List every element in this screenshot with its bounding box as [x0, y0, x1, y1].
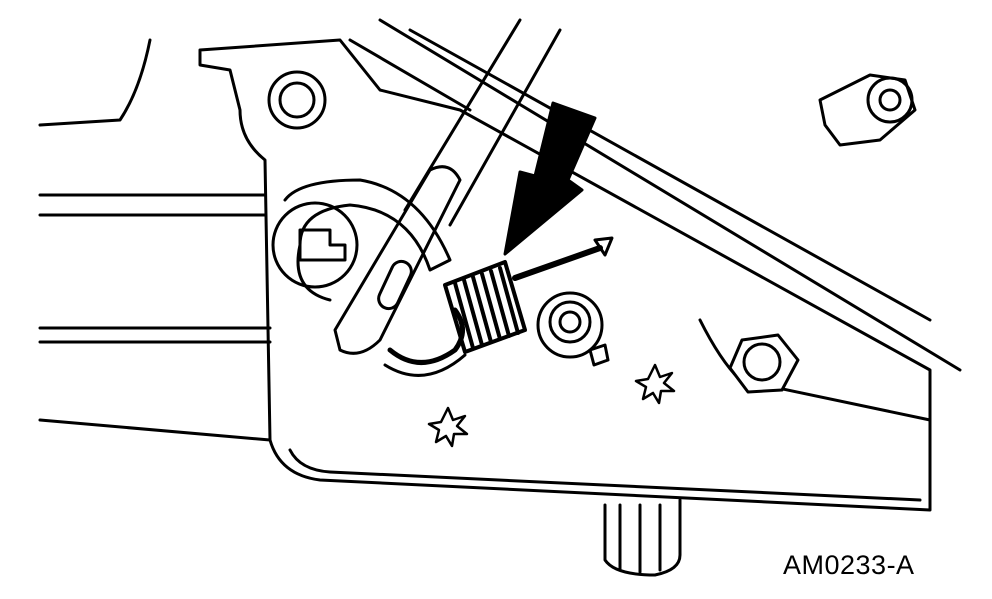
- figure-id-label: AM0233-A: [783, 550, 915, 580]
- callout-arrow: [503, 101, 597, 256]
- detached-clip: [818, 73, 917, 147]
- background-body-lines: [38, 38, 272, 442]
- upper-pivot: [267, 70, 327, 130]
- torsion-spring: [383, 260, 527, 377]
- rivets: [427, 363, 676, 448]
- cam-plate: [271, 178, 452, 302]
- hex-nut: [728, 333, 800, 394]
- spring-hook-rod: [512, 236, 614, 281]
- retaining-clip: [536, 291, 610, 367]
- lower-pin: [603, 498, 682, 577]
- lever-arm: [333, 18, 562, 355]
